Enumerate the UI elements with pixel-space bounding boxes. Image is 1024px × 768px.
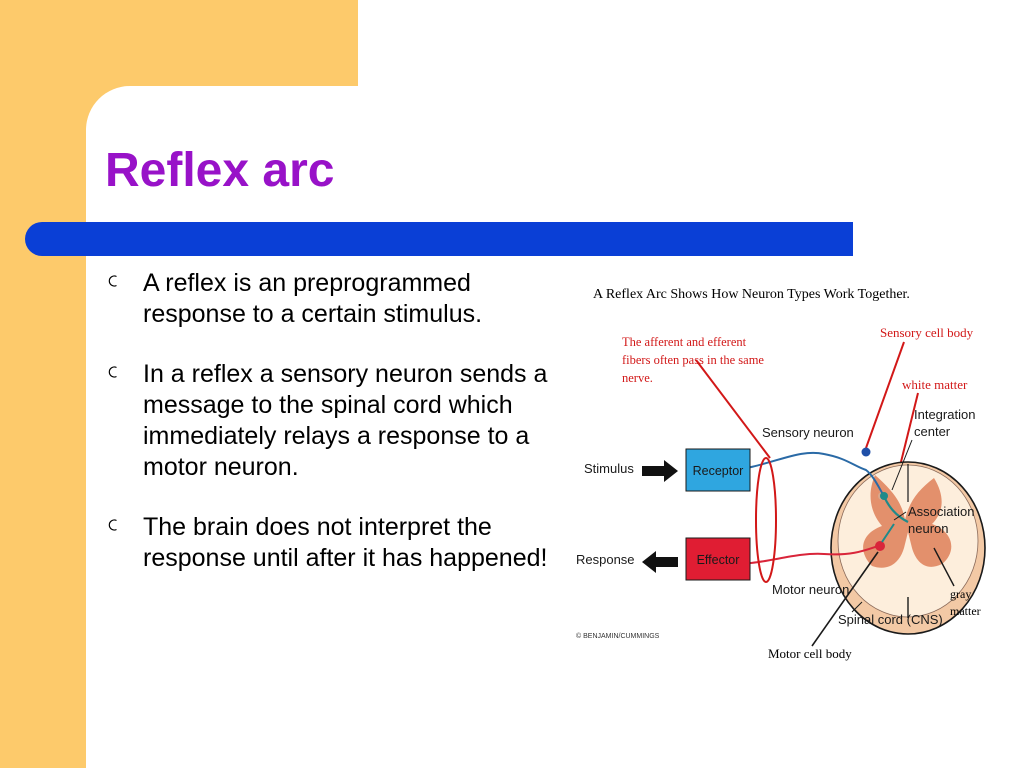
white-matter-pointer <box>899 392 919 467</box>
motor-cell-body-pointer <box>811 551 879 647</box>
motor-link <box>881 523 895 543</box>
motor-cell-body-dot <box>875 541 885 551</box>
title-underline-bar <box>25 222 853 256</box>
response-label: Response <box>576 552 635 567</box>
receptor-label: Receptor <box>693 464 744 478</box>
fibers-note-line: nerve. <box>622 371 653 385</box>
spinal-cord-label: Spinal cord (CNS) <box>838 612 943 627</box>
bullet-text: In a reflex a sensory neuron sends a mes… <box>143 360 548 481</box>
bullet-list: A reflex is an preprogrammed response to… <box>104 268 564 603</box>
white-matter-label: white matter <box>902 377 968 392</box>
fibers-note-line: fibers often pass in the same <box>622 353 764 367</box>
motor-neuron-label: Motor neuron <box>772 582 849 597</box>
spinal-cord-pointer <box>851 601 863 613</box>
stimulus-arrow-icon <box>642 460 678 482</box>
slide-title: Reflex arc <box>105 144 335 197</box>
gray-matter-line: matter <box>950 604 981 618</box>
diagram-title: A Reflex Arc Shows How Neuron Types Work… <box>593 287 910 302</box>
effector-box <box>685 537 751 581</box>
integration-center-pointer <box>891 439 913 491</box>
integration-center-line: center <box>914 424 951 439</box>
fibers-note-line: The afferent and efferent <box>622 335 747 349</box>
integration-center-line: Integration <box>914 407 975 422</box>
sensory-cell-body-dot <box>861 447 871 457</box>
note-pointer-line <box>695 359 771 459</box>
bullet-text: The brain does not interpret the respons… <box>143 513 548 572</box>
association-neuron-line: neuron <box>908 521 948 536</box>
circle-arc-bullet-icon <box>108 366 117 378</box>
reflex-arc-diagram: A Reflex Arc Shows How Neuron Types Work… <box>562 280 1024 666</box>
stimulus-label: Stimulus <box>584 461 634 476</box>
association-neuron-line: Association <box>908 504 974 519</box>
reflex-arc-figure: A Reflex Arc Shows How Neuron Types Work… <box>562 280 1024 666</box>
circle-arc-bullet-icon <box>108 275 117 287</box>
effector-label: Effector <box>697 553 740 567</box>
motor-cell-body-label: Motor cell body <box>768 646 852 661</box>
bullet-item: The brain does not interpret the respons… <box>104 512 564 574</box>
bullet-item: In a reflex a sensory neuron sends a mes… <box>104 359 564 483</box>
gray-matter-line: gray <box>950 587 971 601</box>
bullet-text: A reflex is an preprogrammed response to… <box>143 269 483 328</box>
nerve-bundle-outline <box>755 457 777 583</box>
association-neuron-pointer <box>893 511 907 521</box>
sensory-neuron-label: Sensory neuron <box>762 425 854 440</box>
integration-dot <box>880 492 888 500</box>
gray-matter-pointer <box>933 547 955 587</box>
sensory-cell-body-label: Sensory cell body <box>880 325 974 340</box>
sensory-cell-body-pointer <box>865 341 905 449</box>
receptor-box <box>685 448 751 492</box>
bullet-item: A reflex is an preprogrammed response to… <box>104 268 564 330</box>
sensory-fiber <box>723 451 885 497</box>
motor-fiber <box>723 545 879 566</box>
response-arrow-icon <box>642 551 678 573</box>
circle-arc-bullet-icon <box>108 519 117 531</box>
copyright-text: © BENJAMIN/CUMMINGS <box>576 632 660 640</box>
